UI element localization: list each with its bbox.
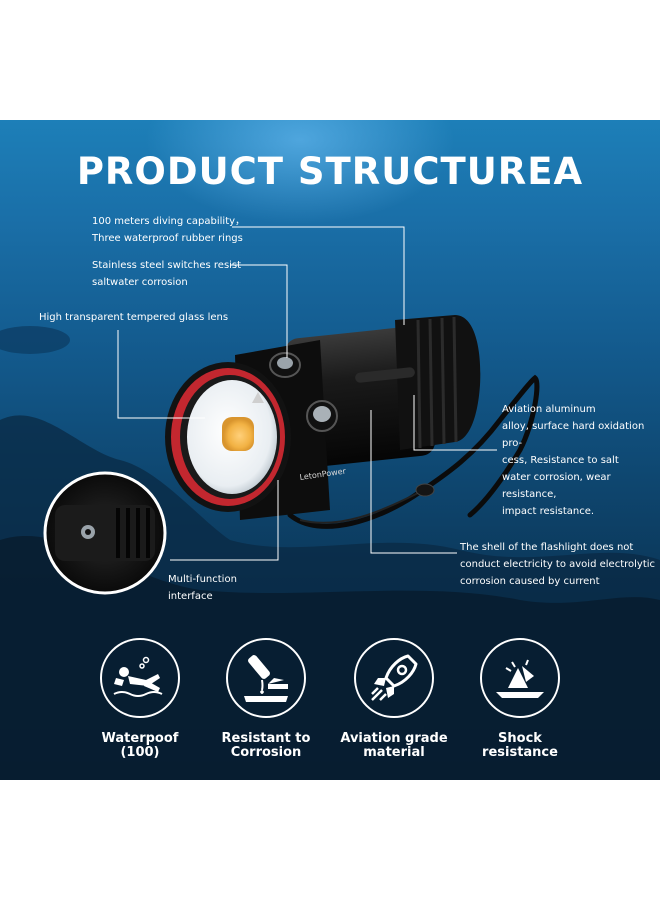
feature-corrosion: Resistant to Corrosion xyxy=(206,638,326,760)
distant-fish xyxy=(0,326,70,354)
feature-waterproof: Waterpoof (100) xyxy=(80,638,200,760)
callout-diving: 100 meters diving capability， Three wate… xyxy=(92,213,245,247)
callout-aluminum-line-2: alloy, surface hard oxidation pro- xyxy=(502,421,645,449)
callout-lines xyxy=(117,226,497,561)
callout-aluminum-line-5: impact resistance. xyxy=(502,506,595,517)
feature-corrosion-label-1: Resistant to xyxy=(221,731,311,746)
flashlight: LetonPower xyxy=(165,315,481,520)
callout-interface: Multi-function interface xyxy=(168,571,237,605)
callout-switch-line-1: Stainless steel switches resist xyxy=(92,260,242,271)
callout-aluminum-line-3: cess, Resistance to salt xyxy=(502,455,619,466)
shock-icon xyxy=(480,638,560,718)
callout-aluminum-line-1: Aviation aluminum xyxy=(502,404,596,415)
feature-aviation: Aviation grade material xyxy=(334,638,454,760)
callout-aluminum-line-4: water corrosion, wear resistance, xyxy=(502,472,611,500)
diver-icon xyxy=(100,638,180,718)
callout-shell-line-2: conduct electricity to avoid electrolyti… xyxy=(460,559,656,570)
rocket-icon xyxy=(354,638,434,718)
callout-switch: Stainless steel switches resist saltwate… xyxy=(92,257,241,291)
product-structure-panel: LetonPower PRODUCT STRUCTUREA xyxy=(0,120,660,780)
lanyard xyxy=(287,374,540,529)
reef-shadow xyxy=(0,535,660,780)
feature-shock-label-1: Shock xyxy=(498,731,542,746)
corrosion-icon xyxy=(226,638,306,718)
lanyard-clip xyxy=(415,483,435,497)
page-title: PRODUCT STRUCTUREA xyxy=(76,150,584,193)
feature-aviation-label-1: Aviation grade xyxy=(340,731,448,746)
callout-shell-line-1: The shell of the flashlight does not xyxy=(460,542,634,553)
callout-shell: The shell of the flashlight does not con… xyxy=(460,539,655,590)
feature-corrosion-label-2: Corrosion xyxy=(230,745,302,760)
lanyard-inner xyxy=(299,491,421,524)
callout-switch-line-2: saltwater corrosion xyxy=(92,277,188,288)
callout-diving-line-1: 100 meters diving capability， xyxy=(92,216,246,227)
callout-diving-line-2: Three waterproof rubber rings xyxy=(92,233,243,244)
callout-lens-line-1: High transparent tempered glass lens xyxy=(39,312,229,323)
feature-shock: Shock resistance xyxy=(460,638,580,760)
feature-waterproof-label-2: (100) xyxy=(120,745,160,760)
callout-aluminum: Aviation aluminum alloy, surface hard ox… xyxy=(502,401,660,520)
callout-interface-line-2: interface xyxy=(168,591,213,602)
feature-shock-label-2: resistance xyxy=(482,745,558,760)
feature-aviation-label-2: material xyxy=(363,745,425,760)
interface-inset xyxy=(43,471,167,595)
callout-shell-line-3: corrosion caused by current xyxy=(460,576,600,587)
feature-waterproof-label-1: Waterpoof xyxy=(101,731,179,746)
callout-lens: High transparent tempered glass lens xyxy=(39,309,228,326)
callout-interface-line-1: Multi-function xyxy=(168,574,237,585)
